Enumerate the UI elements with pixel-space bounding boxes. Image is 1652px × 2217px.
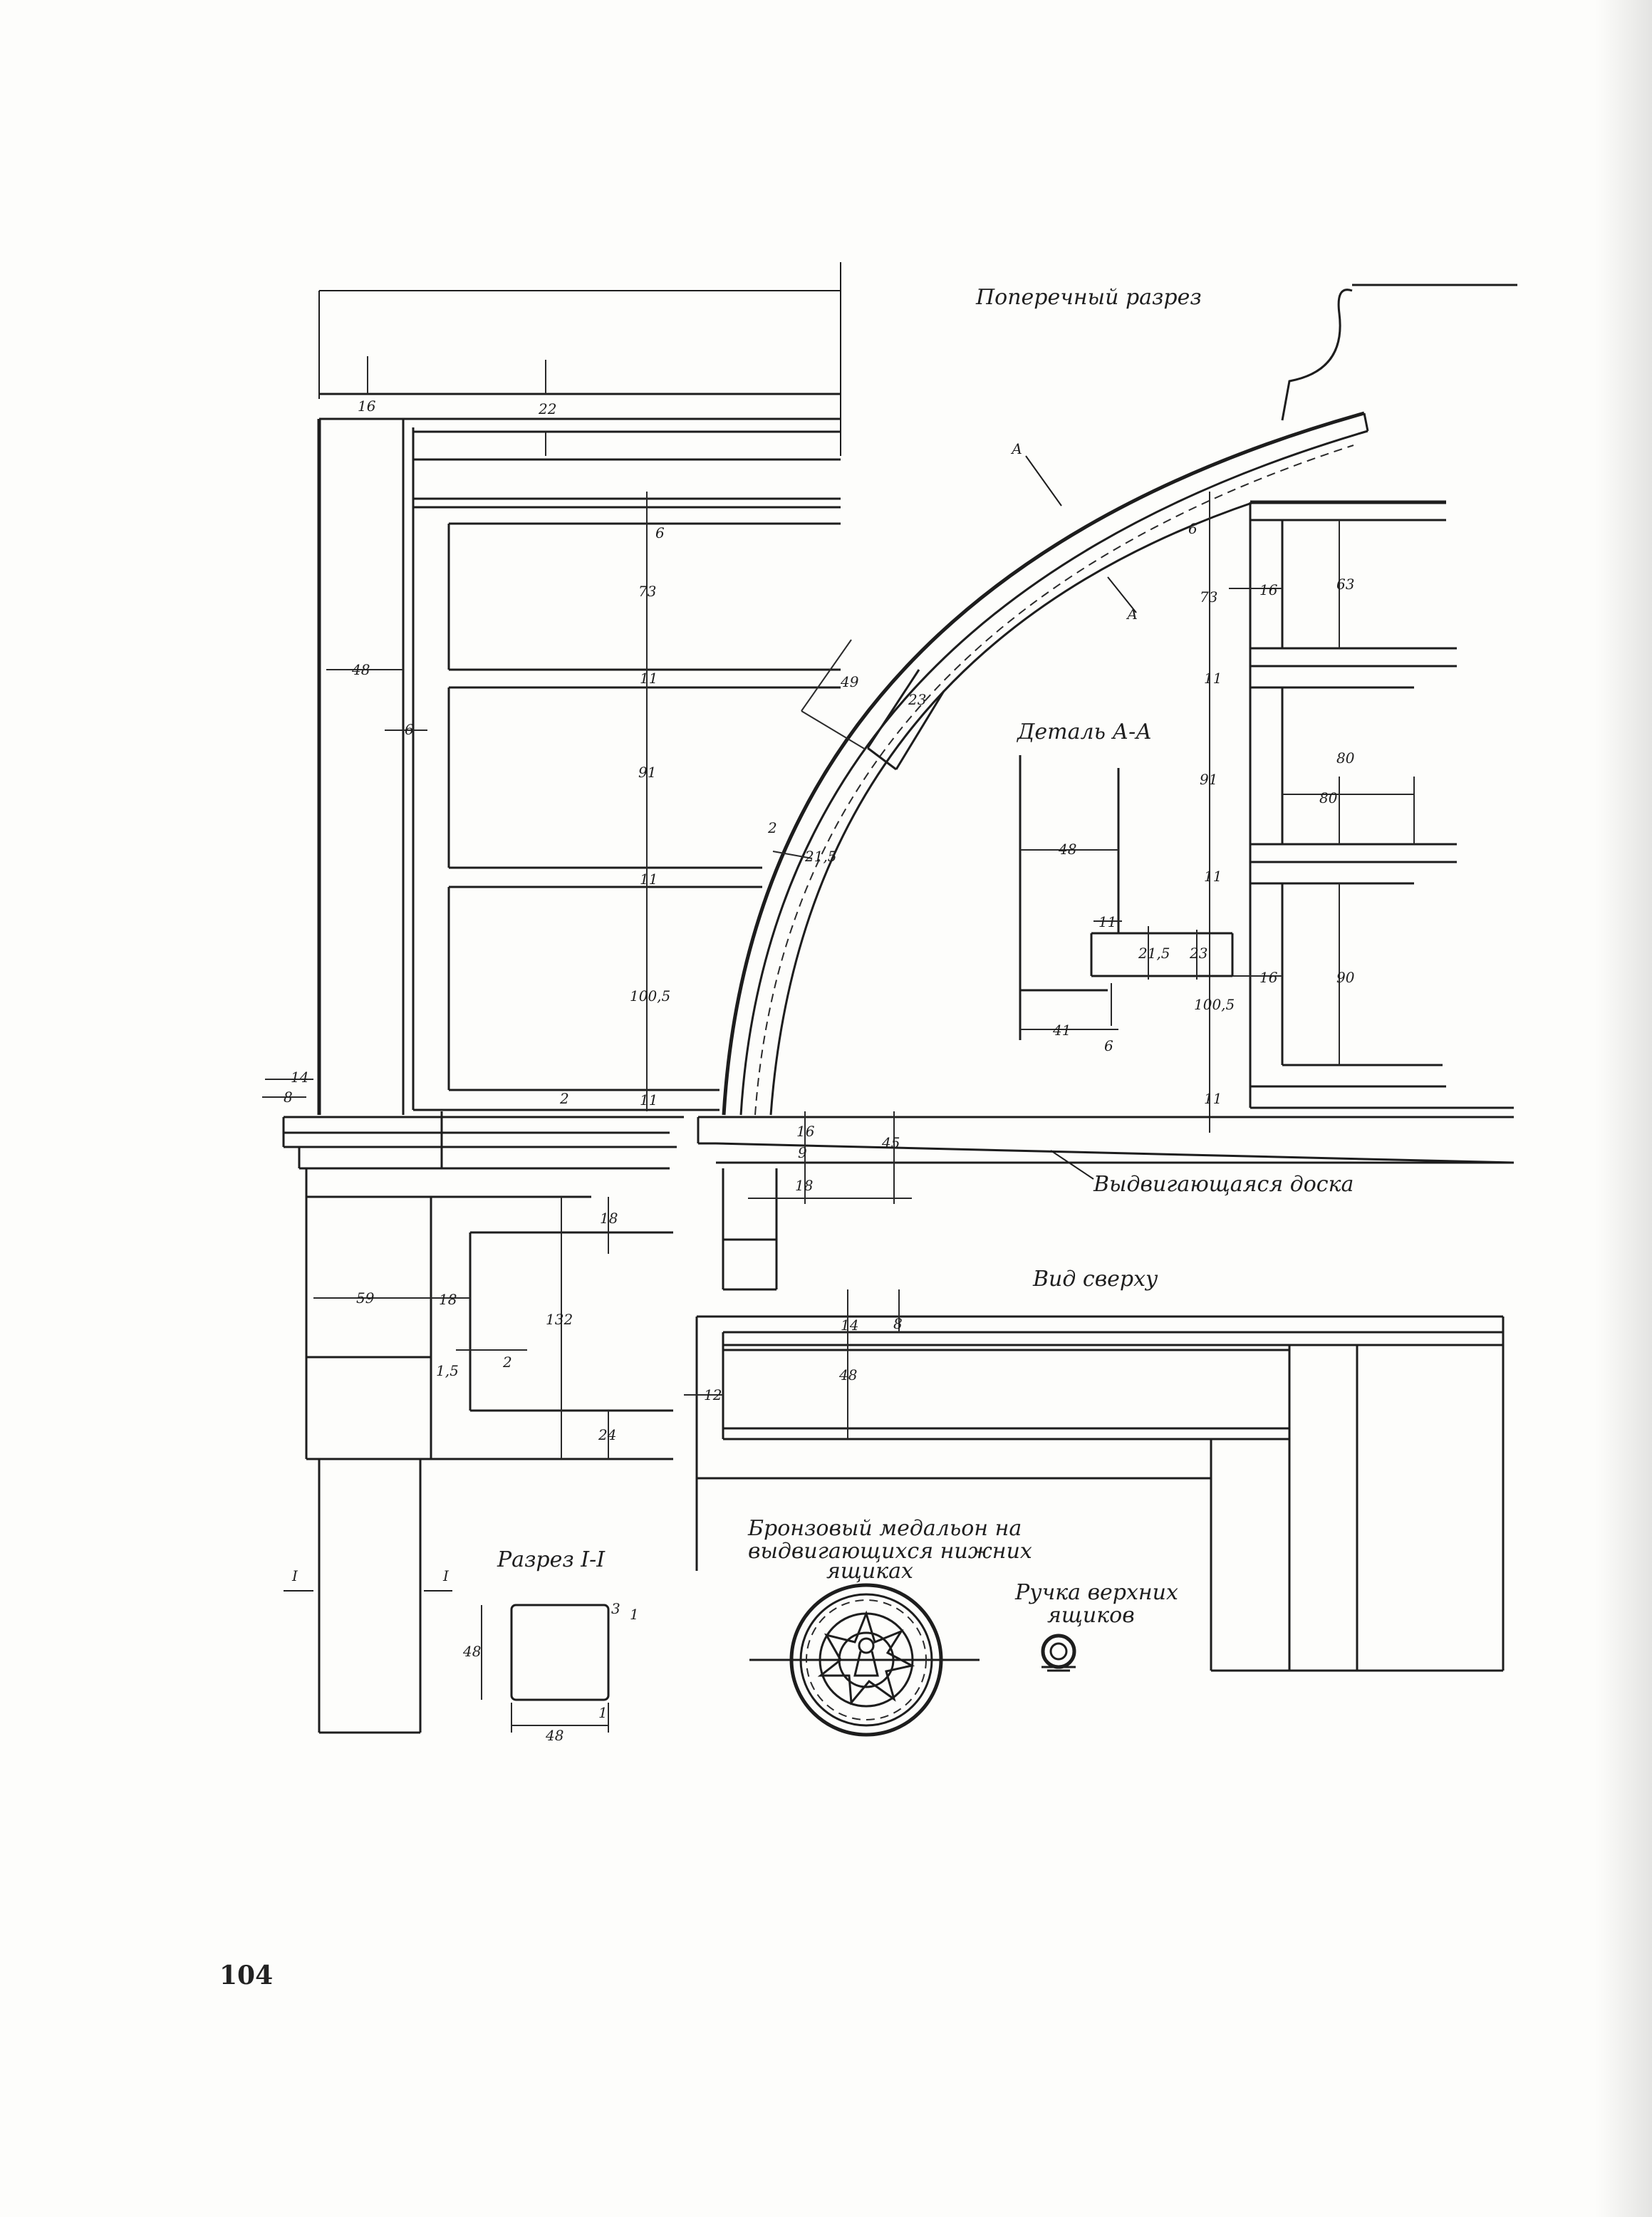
dim-left-48: 48 [352, 661, 370, 678]
dim-left-6-top: 6 [655, 524, 665, 541]
handle-caption-2: ящиков [1047, 1603, 1135, 1628]
dim-right-63: 63 [1336, 576, 1355, 593]
dim-top-12: 12 [704, 1386, 722, 1403]
dim-left-11b: 11 [640, 871, 658, 888]
dim-arc-215: 21,5 [805, 848, 837, 865]
dim-left-22: 22 [539, 400, 557, 417]
dim-arc-49: 49 [841, 673, 859, 690]
dim-right-16a: 16 [1259, 581, 1278, 598]
dim-sec-3: 3 [611, 1600, 620, 1617]
dim-arc-23: 23 [908, 691, 927, 708]
dim-detail-11: 11 [1098, 913, 1117, 930]
dim-detail-23: 23 [1190, 945, 1208, 962]
detail-title: Деталь А-А [1017, 720, 1153, 744]
handle-caption-1: Ручка верхних [1015, 1580, 1178, 1605]
detail-aa [1019, 755, 1234, 1040]
bronze-medallion [749, 1583, 980, 1737]
dim-right-6: 6 [1188, 520, 1198, 537]
dim-sec-1a: 1 [630, 1606, 639, 1623]
section-title: Разрез I-I [497, 1547, 606, 1572]
dim-leg-132: 132 [546, 1311, 573, 1328]
section-i-i [481, 1604, 610, 1733]
dim-leg-2: 2 [503, 1354, 512, 1371]
dim-left-14: 14 [291, 1069, 309, 1086]
dim-board-18: 18 [795, 1177, 814, 1194]
dim-top-8: 8 [893, 1315, 903, 1332]
dim-left-6: 6 [405, 721, 414, 738]
dim-left-100: 100,5 [630, 987, 671, 1004]
dim-right-100: 100,5 [1194, 996, 1235, 1013]
dim-detail-41: 41 [1053, 1022, 1071, 1039]
dim-left-16: 16 [358, 398, 376, 415]
dim-right-16b: 16 [1259, 969, 1278, 986]
dim-arc-2: 2 [768, 819, 777, 836]
dim-right-80a: 80 [1336, 749, 1355, 767]
cross-section-title: Поперечный разрез [976, 285, 1202, 310]
dim-left-2: 2 [560, 1090, 569, 1107]
dim-left-8: 8 [284, 1089, 293, 1106]
dim-leg-18: 18 [600, 1210, 618, 1227]
mark-a1: А [1012, 440, 1023, 457]
dim-leg-18b: 18 [439, 1291, 457, 1308]
mark-a2: А [1127, 606, 1138, 623]
dim-detail-215: 21,5 [1138, 945, 1170, 962]
dim-leg-59: 59 [356, 1289, 375, 1307]
dim-board-16: 16 [796, 1123, 815, 1140]
dim-board-45: 45 [882, 1134, 900, 1151]
dim-right-91: 91 [1200, 771, 1218, 788]
dim-right-90: 90 [1336, 969, 1355, 986]
dim-left-11a: 11 [640, 670, 658, 687]
dim-left-91: 91 [638, 764, 657, 781]
medallion-caption-2: выдвигающихся нижних [748, 1539, 1032, 1564]
drawer-handle [1041, 1634, 1076, 1672]
dim-sec-48b: 48 [546, 1727, 564, 1744]
top-view [684, 1289, 1505, 1672]
dim-right-11a: 11 [1204, 670, 1222, 687]
dim-sec-1b: 1 [598, 1704, 608, 1721]
dim-left-11c: 11 [640, 1091, 658, 1108]
dim-detail-48: 48 [1059, 841, 1077, 858]
medallion-caption-1: Бронзовый медальон на [748, 1516, 1022, 1541]
dim-top-48: 48 [839, 1366, 858, 1383]
dim-detail-6: 6 [1104, 1037, 1113, 1054]
left-elevation [262, 262, 841, 1734]
medallion-caption-3: ящиках [826, 1559, 913, 1584]
cross-section [697, 284, 1517, 1291]
dim-top-14: 14 [841, 1317, 859, 1334]
top-view-title: Вид сверху [1033, 1267, 1158, 1292]
dim-leg-24: 24 [598, 1426, 617, 1443]
mark-i1: I [292, 1567, 298, 1584]
dim-right-11b: 11 [1204, 868, 1222, 885]
dim-board-9: 9 [798, 1144, 807, 1161]
page-number: 104 [219, 1961, 274, 1990]
dim-left-73: 73 [638, 583, 657, 600]
dim-leg-15: 1,5 [436, 1362, 459, 1379]
dim-right-73: 73 [1200, 588, 1218, 606]
dim-sec-48a: 48 [463, 1643, 482, 1660]
dim-right-80b: 80 [1319, 789, 1338, 806]
mark-i2: I [443, 1567, 449, 1584]
dim-right-11c: 11 [1204, 1090, 1222, 1107]
sliding-board-label: Выдвигающаяся доска [1093, 1172, 1354, 1197]
